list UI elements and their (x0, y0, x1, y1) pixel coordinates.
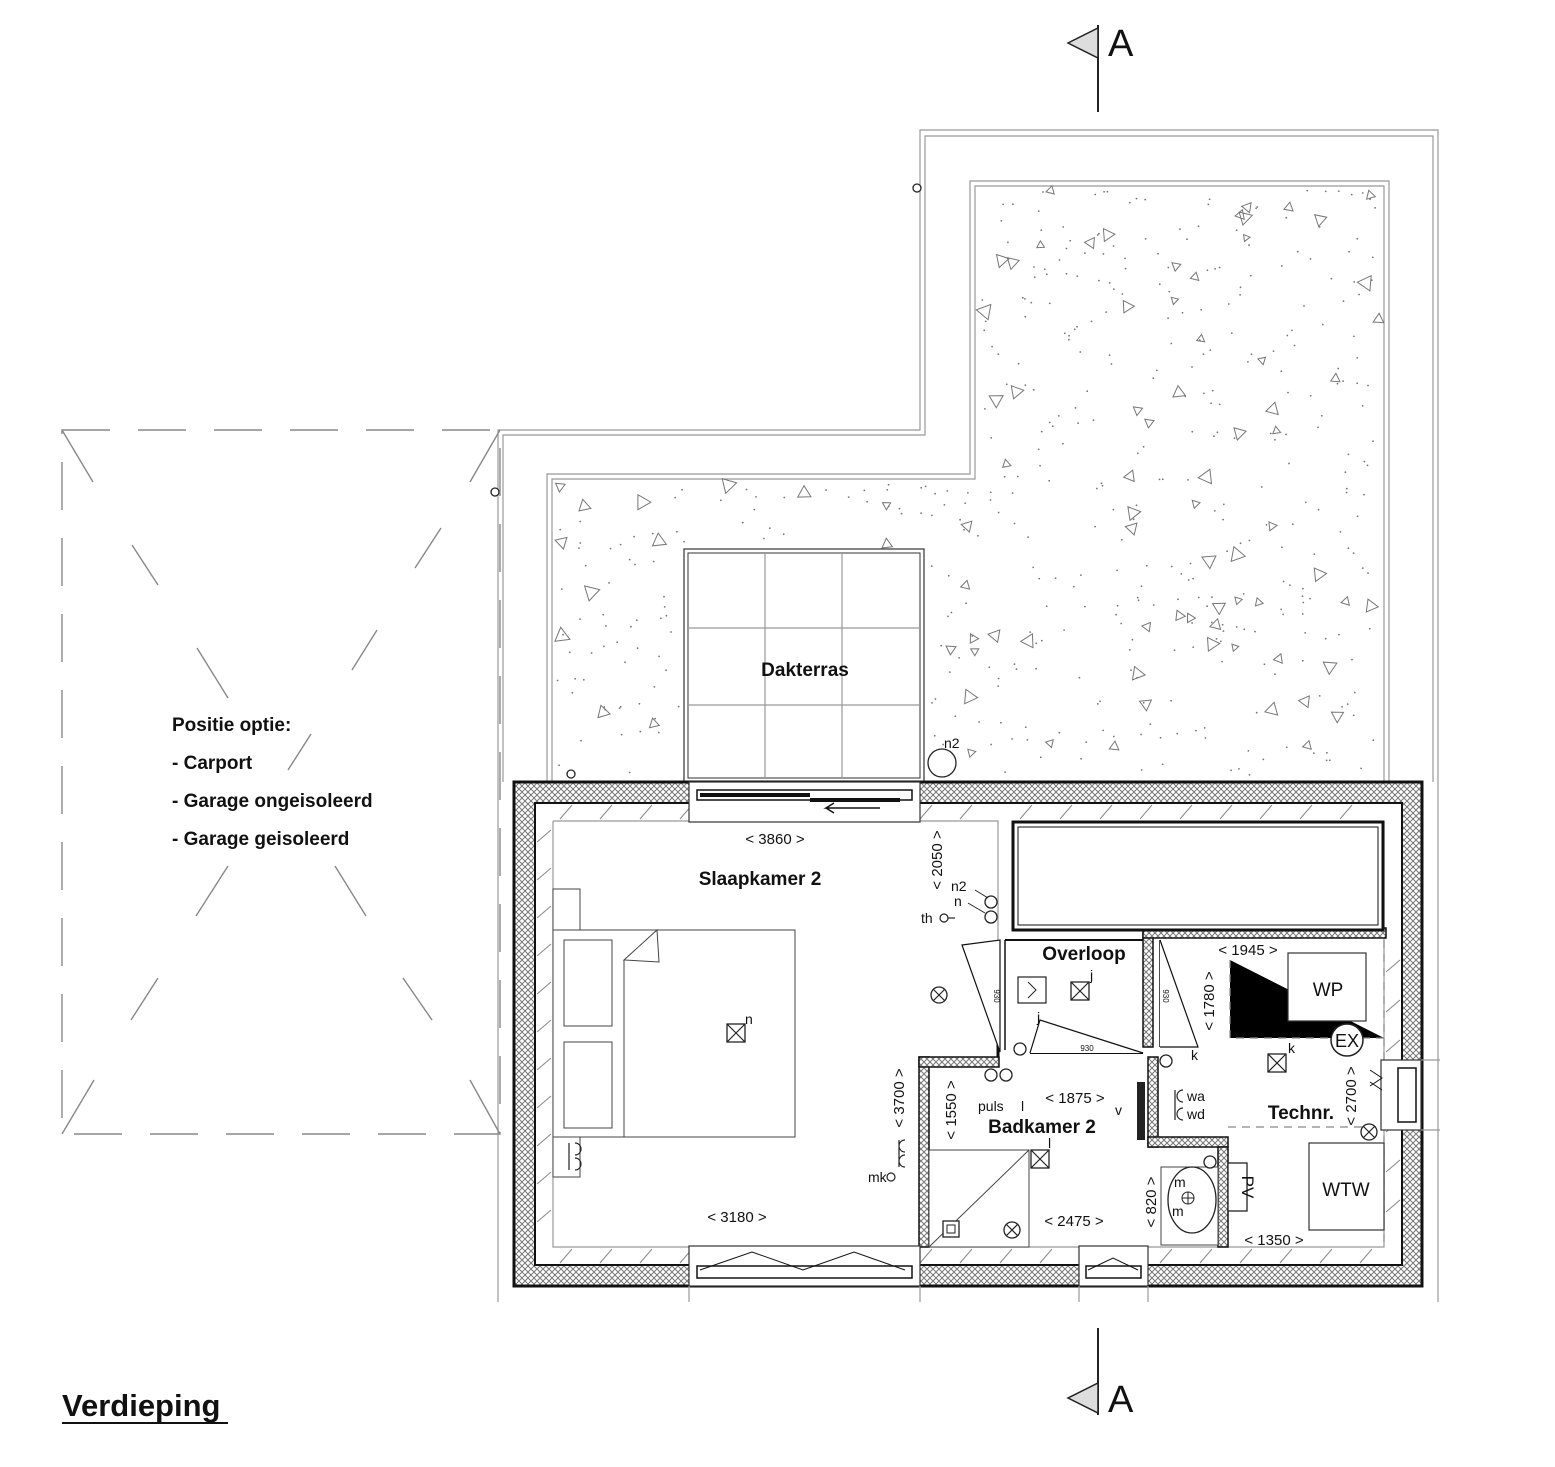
doors (961, 939, 1199, 1054)
dim-1875: < 1875 > (1045, 1090, 1104, 1107)
equipment-ex: EX (1335, 1031, 1359, 1051)
symbol-n2: n2 (951, 878, 967, 894)
room-label-overloop: Overloop (1042, 944, 1125, 965)
symbol-mk: mk (868, 1169, 888, 1185)
room-label-dakterras: Dakterras (761, 660, 849, 681)
dim-1780: < 1780 > (1201, 971, 1218, 1030)
ceiling-light-icon (1030, 1149, 1050, 1169)
dim-3180: < 3180 > (707, 1209, 766, 1226)
symbol-j-overloop: j (1089, 967, 1093, 983)
dim-1550: < 1550 > (943, 1080, 960, 1139)
gravel-pattern (554, 184, 1385, 776)
option-item-garage-geisoleerd: - Garage geisoleerd (172, 829, 349, 850)
dim-3700: < 3700 > (891, 1068, 908, 1127)
dim-3860: < 3860 > (745, 831, 804, 848)
ventilation-icon (1003, 1221, 1021, 1239)
dim-2475: < 2475 > (1044, 1213, 1103, 1230)
symbol-th: th (921, 910, 933, 926)
symbol-puls: puls (978, 1098, 1004, 1114)
symbol-n2-terrace: n2 (944, 735, 960, 751)
ceiling-light-icon (1070, 981, 1090, 1001)
symbol-k-tech: k (1288, 1040, 1296, 1056)
dim-930-left: 930 (992, 989, 1001, 1003)
room-label-slaapkamer: Slaapkamer 2 (699, 869, 822, 890)
dim-2050: < 2050 > (929, 830, 946, 889)
symbol-wa: wa (1186, 1088, 1205, 1104)
section-label-top: A (1108, 23, 1134, 65)
terrace-tiles (683, 548, 925, 783)
equipment-wp: WP (1313, 980, 1344, 1001)
symbol-l-switch: l (1021, 1098, 1024, 1114)
symbol-n-bed: n (745, 1011, 753, 1027)
symbol-m1: m (1174, 1174, 1186, 1190)
symbol-m2: m (1172, 1203, 1184, 1219)
windows (688, 781, 1440, 1302)
section-label-bottom: A (1108, 1379, 1134, 1421)
roof-terrace-outline (490, 129, 1439, 1302)
ceiling-light-icon (726, 1023, 746, 1043)
section-marker-bottom: A (1066, 1328, 1134, 1421)
electrical-symbols (568, 748, 1378, 1239)
smoke-detector-icon (930, 986, 948, 1004)
technical-equipment (1287, 952, 1385, 1231)
dim-1350: < 1350 > (1244, 1232, 1303, 1249)
dim-930-bottom: 930 (1080, 1044, 1094, 1053)
equipment-wtw: WTW (1322, 1180, 1370, 1201)
symbol-v: v (1115, 1102, 1122, 1118)
option-item-carport: - Carport (172, 753, 253, 774)
drawing-title: Verdieping (62, 1388, 220, 1423)
symbol-j-switch: j (1036, 1009, 1040, 1025)
staircase (1011, 820, 1385, 932)
equipment-pv: PV (1238, 1176, 1257, 1199)
ventilation-icon (1360, 1123, 1378, 1141)
ceiling-light-icon (1267, 1053, 1287, 1073)
option-heading: Positie optie: (172, 715, 291, 736)
dim-2700: < 2700 > (1343, 1066, 1360, 1125)
room-label-badkamer: Badkamer 2 (988, 1117, 1096, 1138)
dim-1945: < 1945 > (1218, 942, 1277, 959)
bed (552, 888, 796, 1178)
section-marker-top: A (1066, 23, 1134, 112)
dim-820: < 820 > (1143, 1176, 1160, 1227)
symbol-wd: wd (1186, 1106, 1205, 1122)
symbol-l-bath: l (1048, 1135, 1051, 1151)
symbol-k-switch: k (1191, 1047, 1199, 1063)
option-item-garage-ongeisoleerd: - Garage ongeisoleerd (172, 791, 373, 812)
symbol-n: n (954, 893, 962, 909)
room-label-technr: Technr. (1268, 1103, 1334, 1124)
carport-option-outline (61, 429, 501, 1135)
dim-930-right: 930 (1161, 989, 1170, 1003)
